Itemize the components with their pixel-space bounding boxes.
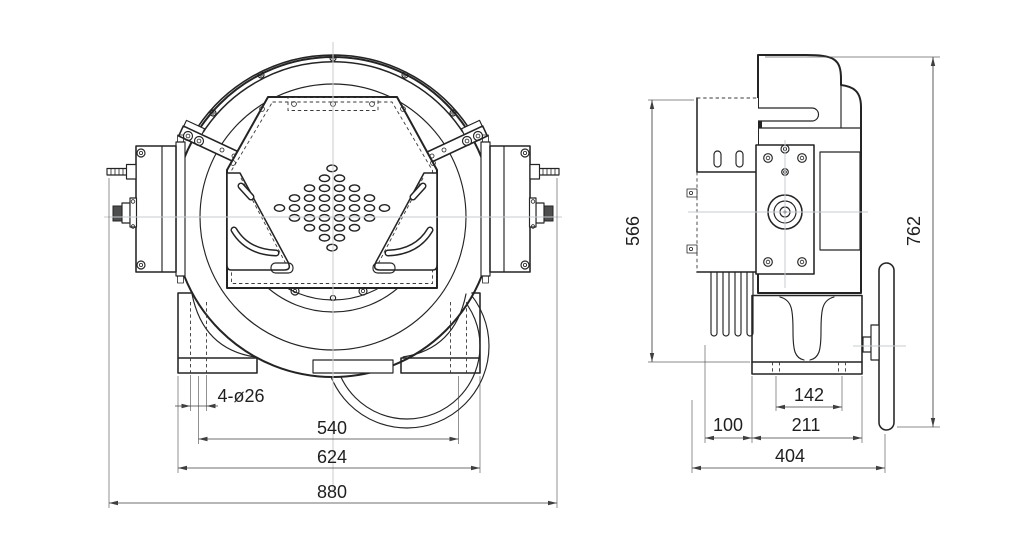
side-view: 566 762 142 100 211 404 [623, 54, 940, 473]
vent-hole [333, 174, 346, 183]
vent-hole [303, 194, 316, 203]
brake-connector-right [528, 197, 554, 229]
dim-foot-holes: 4-ø26 [217, 386, 264, 406]
vent-hole [378, 203, 391, 212]
vent-hole [333, 203, 346, 212]
vent-hole [303, 223, 316, 232]
vent-hole [303, 203, 316, 212]
dim-overall-depth: 404 [775, 446, 805, 466]
dim-foot-slots: 142 [794, 385, 824, 405]
gusset-right [373, 172, 438, 271]
vent-hole [288, 194, 301, 203]
dim-box-depth: 100 [713, 415, 743, 435]
cover-plate [226, 96, 438, 289]
vent-hole [318, 203, 331, 212]
vent-hole [333, 184, 346, 193]
centerlines-front [104, 42, 562, 490]
vent-hole [273, 203, 286, 212]
dim-frame-height: 566 [623, 216, 643, 246]
dim-base-depth: 211 [792, 415, 821, 435]
wire-bundle [710, 271, 754, 337]
front-view: 4-ø26 540 624 880 [104, 42, 562, 508]
encoder-block [696, 97, 758, 173]
vent-hole [318, 184, 331, 193]
vent-hole [333, 194, 346, 203]
vent-hole [318, 223, 331, 232]
vent-hole [333, 233, 346, 242]
vent-hole [318, 233, 331, 242]
vent-hole [303, 184, 316, 193]
vent-hole [348, 223, 361, 232]
dimensions-side: 566 762 142 100 211 404 [623, 56, 940, 473]
vent-hole [288, 203, 301, 212]
vent-hole [348, 203, 361, 212]
vent-hole [318, 213, 331, 222]
side-panel [819, 151, 861, 251]
band-bolts [209, 54, 457, 117]
vent-hole [348, 184, 361, 193]
vent-hole [318, 174, 331, 183]
vent-hole [333, 213, 346, 222]
base-side [751, 294, 863, 375]
vent-hole [318, 194, 331, 203]
brake-release-lever-left [106, 163, 137, 180]
brake-connector-left [112, 197, 138, 229]
brake-release-lever-right [529, 163, 560, 180]
dim-slot-centers: 540 [317, 418, 347, 438]
dim-feet-outer: 624 [317, 447, 347, 467]
vent-hole [348, 213, 361, 222]
gusset-left [226, 172, 291, 271]
brake-right [480, 134, 560, 284]
dimensions-front: 4-ø26 540 624 880 [108, 178, 558, 508]
vent-hole [333, 223, 346, 232]
brake-left [106, 134, 186, 284]
vent-hole [326, 164, 338, 173]
terminal-box [686, 171, 759, 273]
vent-hole [363, 213, 376, 222]
vent-hole [326, 243, 338, 252]
dim-overall-height: 762 [904, 216, 924, 246]
vent-hole-pattern [273, 164, 391, 252]
vent-hole [288, 213, 301, 222]
vent-hole [363, 194, 376, 203]
vent-hole [348, 194, 361, 203]
vent-hole [363, 203, 376, 212]
vent-hole [303, 213, 316, 222]
dim-overall-width: 880 [317, 482, 347, 502]
centerlines-side [688, 140, 906, 347]
